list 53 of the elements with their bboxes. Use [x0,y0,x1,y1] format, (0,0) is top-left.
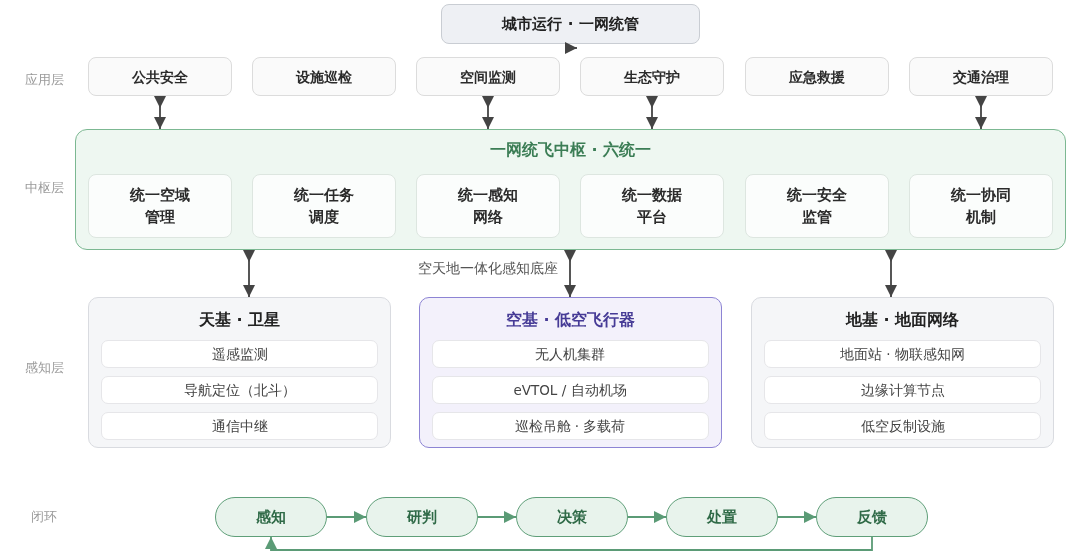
arrow [885,249,897,298]
step-pill: 处置 [666,497,778,537]
arrow [627,511,667,523]
hub-panel [75,129,1066,250]
arrow [564,42,578,54]
module-box: 统一协同机制 [908,173,1053,238]
module-box: 统一安全监管 [744,173,889,238]
application-box: 空间监测 [416,57,560,96]
item-box: 通信中继 [101,412,378,440]
item-box: 巡检吊舱 · 多载荷 [431,411,709,440]
item-box: 无人机集群 [431,339,709,368]
item-box: 遥感监测 [101,340,378,368]
arrow [477,511,517,523]
layer-label: 感知层 [24,359,64,377]
application-box: 应急救援 [745,57,889,96]
arrow [482,95,494,130]
loop-arrow [265,536,873,551]
application-box: 设施巡检 [252,57,396,96]
layer-label: 闭环 [31,508,57,526]
item-box: 导航定位（北斗） [101,376,378,404]
item-box: eVTOL / 自动机场 [431,375,709,404]
step-pill: 感知 [215,497,327,537]
panel-title: 天基 · 卫星 [198,309,281,331]
module-box: 统一任务调度 [251,173,396,238]
item-box: 边缘计算节点 [764,376,1041,404]
module-box: 统一空域管理 [87,173,232,238]
arrow [154,95,166,130]
application-box: 生态守护 [580,57,724,96]
layer-label: 应用层 [24,71,64,89]
layer-panel [88,297,391,448]
application-box: 交通治理 [909,57,1053,96]
arrow [326,511,367,523]
panel-title: 地基 · 地面网络 [845,309,960,331]
arrow [564,249,576,298]
arrow [243,249,255,298]
module-box: 统一感知网络 [415,173,560,238]
item-box: 地面站 · 物联感知网 [764,340,1041,368]
arrow [777,511,817,523]
application-box: 公共安全 [88,57,232,96]
panel-title: 空基 · 低空飞行器 [505,309,636,331]
header-box: 城市运行 · 一网统管 [441,4,700,44]
layer-panel [419,297,722,448]
step-pill: 决策 [516,497,628,537]
module-box: 统一数据平台 [579,173,724,238]
layer-panel [751,297,1054,448]
step-pill: 研判 [366,497,478,537]
arrow [975,95,987,130]
step-pill: 反馈 [816,497,928,537]
layer-label: 中枢层 [24,179,64,197]
section-label: 空天地一体化感知底座 [418,259,558,277]
panel-title: 一网统飞中枢 · 六统一 [489,139,652,161]
arrow [646,95,658,130]
item-box: 低空反制设施 [764,412,1041,440]
